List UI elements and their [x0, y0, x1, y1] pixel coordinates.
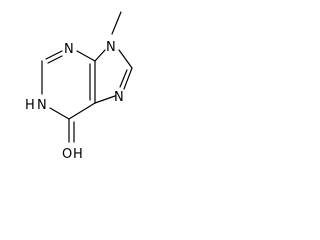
atom-n1-label: N [37, 98, 47, 113]
bond-n9-c8 [118, 49, 133, 69]
bond-c4-n9 [94, 49, 106, 62]
bond-methyl [111, 11, 122, 35]
atom-n7-label: N [114, 90, 124, 105]
bond-c6-n1 [49, 107, 70, 120]
bond-n7-c5 [94, 95, 116, 104]
atom-o-label: O [62, 147, 72, 162]
bond-c5-c6 [68, 102, 96, 120]
bond-n3-c4 [76, 50, 96, 62]
atom-n9-label: N [106, 40, 116, 55]
bond-c8-n7-double [119, 69, 128, 88]
atom-n3-label: N [64, 42, 74, 57]
bond-c8-n7 [123, 67, 133, 90]
bond-c2-n3-double [47, 55, 63, 64]
atom-n1-h-label: H [25, 98, 35, 113]
bond-c2-n3 [45, 50, 63, 60]
structure-canvas: N N N N H O H [0, 0, 152, 162]
molecule-diagram: N N N N H O H [25, 11, 133, 162]
atom-o-h-label: H [73, 147, 83, 162]
